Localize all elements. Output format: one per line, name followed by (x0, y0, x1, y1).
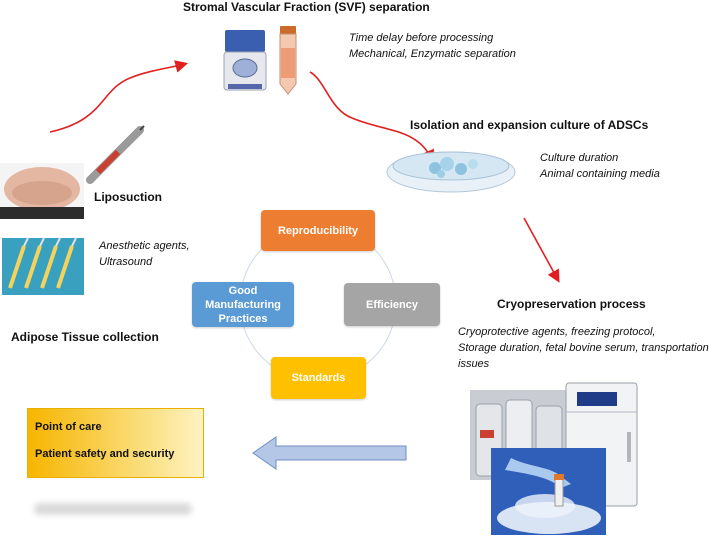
centrifuge-image (222, 26, 268, 96)
anesthetic-note-2: Ultrasound (99, 256, 153, 268)
anesthetic-notes: Anesthetic agents, Ultrasound (99, 238, 190, 270)
cryo-note-1: Cryoprotective agents, freezing protocol… (458, 326, 656, 338)
cryo-notes: Cryoprotective agents, freezing protocol… (458, 324, 709, 372)
standards-box: Standards (271, 357, 366, 399)
culture-dish-image (385, 142, 517, 196)
liposuction-title: Liposuction (94, 190, 162, 204)
culture-notes: Culture duration Animal containing media (540, 150, 660, 182)
gmp-line-1: Good (228, 284, 258, 297)
isolation-title: Isolation and expansion culture of ADSCs (410, 118, 649, 132)
sample-tube-image (275, 26, 301, 96)
svf-note-1: Time delay before processing (349, 32, 494, 44)
arrow-cryo-to-outcome (252, 436, 407, 470)
cryovial-image (491, 448, 606, 535)
svf-title: Stromal Vascular Fraction (SVF) separati… (183, 0, 430, 14)
outcome-box: Point of care Patient safety and securit… (27, 408, 204, 478)
gmp-line-3: Practices (218, 312, 268, 325)
syringe-image (84, 124, 146, 184)
gmp-box: Good Manufacturing Practices (192, 282, 294, 327)
adipose-title: Adipose Tissue collection (11, 330, 159, 344)
reproducibility-box: Reproducibility (261, 210, 375, 251)
arrow-lipo-to-svf (49, 60, 189, 133)
svf-notes: Time delay before processing Mechanical,… (349, 30, 516, 62)
abdomen-image (0, 163, 84, 219)
gmp-line-2: Manufacturing (205, 298, 281, 311)
culture-note-2: Animal containing media (540, 168, 660, 180)
outcome-line-2: Patient safety and security (35, 448, 175, 460)
cryo-title: Cryopreservation process (497, 297, 646, 311)
svf-note-2: Mechanical, Enzymatic separation (349, 48, 516, 60)
outcome-line-1: Point of care (35, 421, 102, 433)
anesthetic-note-1: Anesthetic agents, (99, 240, 190, 252)
arrow-culture-to-cryo (523, 217, 560, 283)
arrow-svf-to-culture (309, 71, 435, 163)
efficiency-box: Efficiency (344, 283, 440, 326)
cannulas-image (2, 238, 84, 295)
blurred-caption (34, 503, 192, 515)
cryo-note-3: issues (458, 358, 490, 370)
culture-note-1: Culture duration (540, 152, 619, 164)
cryo-note-2: Storage duration, fetal bovine serum, tr… (458, 342, 709, 354)
